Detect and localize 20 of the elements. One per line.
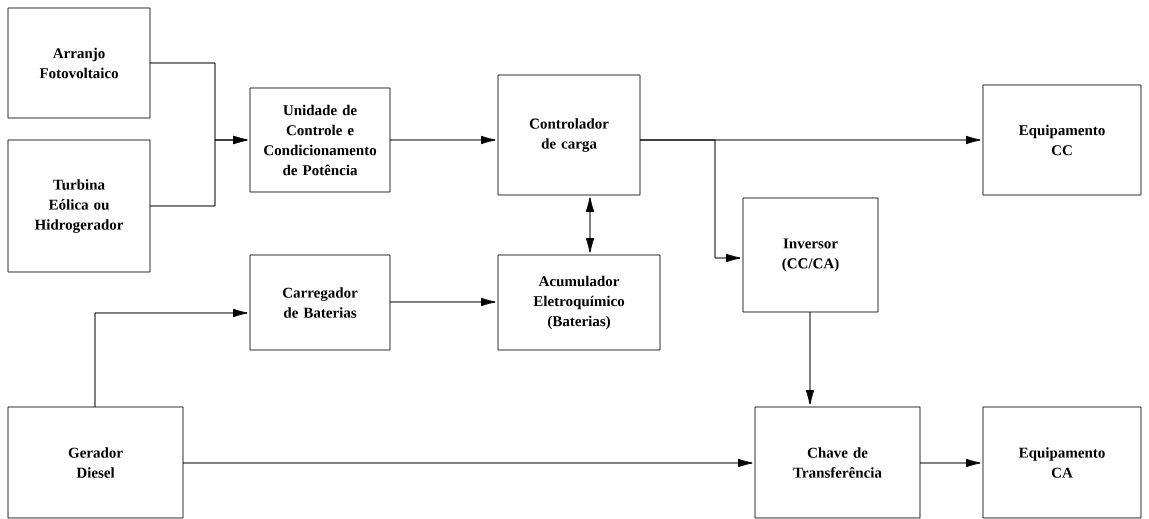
arrow: [585, 197, 595, 253]
arrow: [94, 308, 248, 408]
arrow: [639, 139, 741, 263]
block-box: Controlador de carga: [497, 74, 641, 196]
arrow: [182, 458, 753, 468]
arrow: [389, 297, 496, 307]
block-box: Chave de Transferência: [754, 406, 921, 519]
block-box: Carregador de Baterias: [249, 254, 391, 351]
block-box: Acumulador Eletroquímico (Baterias): [497, 254, 661, 351]
arrow: [805, 311, 815, 405]
block-box: Turbina Eólica ou Hidrogerador: [7, 139, 151, 273]
block-box: Unidade de Controle e Condicionamento de Potência: [249, 87, 391, 193]
block-box: Gerador Diesel: [7, 406, 184, 519]
arrow: [149, 135, 248, 207]
block-box: Arranjo Fotovoltaico: [7, 7, 151, 119]
arrow: [919, 458, 981, 468]
block-box: Inversor (CC/CA): [742, 197, 879, 313]
block-box: Equipamento CC: [982, 84, 1142, 196]
block-box: Equipamento CA: [982, 406, 1142, 519]
arrow: [389, 135, 496, 145]
